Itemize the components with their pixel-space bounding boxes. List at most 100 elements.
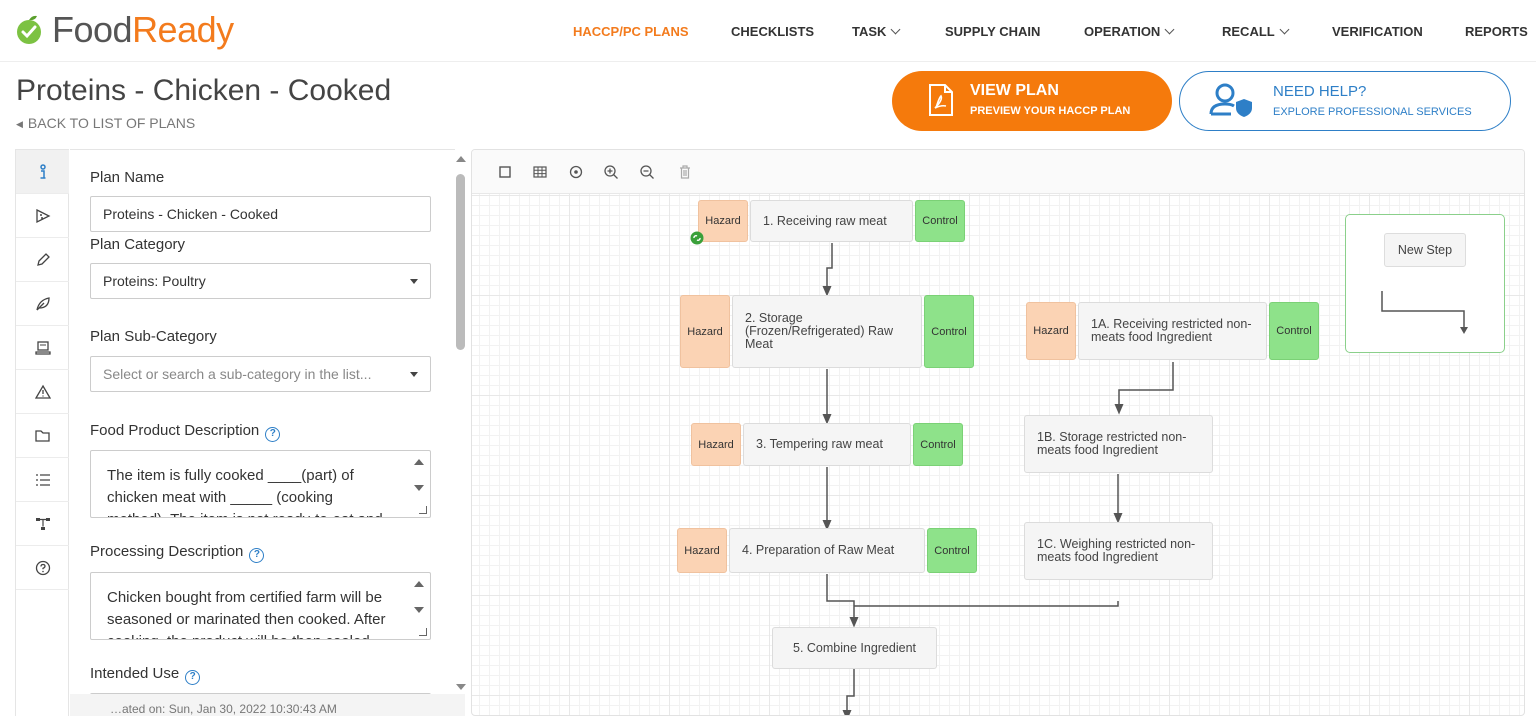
- hazard-tag[interactable]: Hazard: [680, 295, 730, 368]
- flow-step-1c[interactable]: 1C. Weighing restricted non-meats food I…: [1024, 522, 1213, 580]
- help-circle-icon[interactable]: ?: [249, 548, 265, 563]
- form-scrollbar[interactable]: [455, 149, 467, 694]
- chevron-down-icon: [1164, 24, 1175, 35]
- nav-reports[interactable]: REPORTS: [1465, 24, 1528, 39]
- zoom-in-button[interactable]: [602, 163, 620, 181]
- select-tool-button[interactable]: [496, 163, 514, 181]
- sidebar-item-documents[interactable]: [16, 414, 69, 458]
- nav-supply-chain[interactable]: SUPPLY CHAIN: [945, 24, 1041, 39]
- hazard-tag[interactable]: Hazard: [698, 200, 748, 242]
- foodready-logo[interactable]: FoodReady: [14, 10, 234, 50]
- need-help-subtitle: EXPLORE PROFESSIONAL SERVICES: [1273, 106, 1472, 118]
- help-icon: [35, 560, 50, 575]
- apple-logo-icon: [17, 15, 41, 44]
- nav-checklists[interactable]: CHECKLISTS: [731, 24, 815, 39]
- sidebar-item-info[interactable]: [16, 150, 69, 194]
- fit-view-button[interactable]: [567, 163, 585, 181]
- info-icon: [39, 163, 46, 179]
- food-description-text: The item is fully cooked ____(part) of c…: [107, 467, 383, 517]
- control-tag[interactable]: Control: [927, 528, 977, 573]
- sidebar-item-help[interactable]: [16, 546, 69, 590]
- connector-tool-icon[interactable]: [1378, 289, 1470, 335]
- help-circle-icon[interactable]: ?: [185, 670, 201, 685]
- zoom-out-button[interactable]: [638, 163, 656, 181]
- nav-haccp-plans[interactable]: HACCP/PC PLANS: [573, 24, 689, 39]
- flow-diagram-canvas[interactable]: Hazard 1. Receiving raw meat Control Haz…: [471, 149, 1525, 716]
- scroll-down-icon[interactable]: [414, 607, 424, 613]
- help-circle-icon[interactable]: ?: [265, 427, 281, 442]
- sidebar-item-ingredients[interactable]: [16, 194, 69, 238]
- nav-operation[interactable]: OPERATION: [1084, 24, 1175, 39]
- chevron-down-icon: [890, 24, 901, 35]
- trash-icon: [680, 165, 690, 179]
- warning-icon: [34, 384, 51, 399]
- plan-subcategory-label: Plan Sub-Category: [90, 328, 217, 345]
- plan-name-input[interactable]: Proteins - Chicken - Cooked: [90, 196, 431, 232]
- delete-button[interactable]: [676, 163, 694, 181]
- hazard-tag[interactable]: Hazard: [691, 423, 741, 466]
- caret-left-icon: ◀: [16, 119, 23, 129]
- processing-description-textarea[interactable]: Chicken bought from certified farm will …: [90, 572, 431, 640]
- link-badge-icon[interactable]: [690, 231, 704, 245]
- flow-step-2[interactable]: 2. Storage (Frozen/Refrigerated) Raw Mea…: [732, 295, 922, 368]
- processing-description-label: Processing Description?: [90, 543, 265, 563]
- resize-grip-icon[interactable]: [419, 628, 427, 636]
- flow-step-4[interactable]: 4. Preparation of Raw Meat: [729, 528, 925, 573]
- hazard-tag[interactable]: Hazard: [1026, 302, 1076, 360]
- hazard-tag[interactable]: Hazard: [677, 528, 727, 573]
- need-help-button[interactable]: NEED HELP? EXPLORE PROFESSIONAL SERVICES: [1179, 71, 1511, 131]
- flow-step-3[interactable]: 3. Tempering raw meat: [743, 423, 911, 466]
- new-step-node[interactable]: New Step: [1384, 233, 1466, 267]
- page-title: Proteins - Chicken - Cooked: [16, 74, 392, 107]
- control-tag[interactable]: Control: [924, 295, 974, 368]
- grid-toggle-button[interactable]: [531, 163, 549, 181]
- scroll-down-icon[interactable]: [414, 485, 424, 491]
- view-plan-button[interactable]: VIEW PLAN PREVIEW YOUR HACCP PLAN: [892, 71, 1172, 131]
- flow-step-1[interactable]: 1. Receiving raw meat: [750, 200, 913, 242]
- plan-details-form: Plan Name Proteins - Chicken - Cooked Pl…: [70, 149, 455, 716]
- new-step-palette: New Step: [1345, 214, 1505, 353]
- flow-step-1b[interactable]: 1B. Storage restricted non-meats food In…: [1024, 415, 1213, 473]
- control-tag[interactable]: Control: [913, 423, 963, 466]
- plan-section-sidebar: [15, 149, 69, 716]
- nav-verification[interactable]: VERIFICATION: [1332, 24, 1423, 39]
- list-icon: [35, 473, 50, 486]
- top-navigation-bar: FoodReady HACCP/PC PLANS CHECKLISTS TASK…: [0, 0, 1536, 62]
- square-icon: [499, 166, 511, 178]
- intended-use-label: Intended Use?: [90, 665, 201, 685]
- nav-task[interactable]: TASK: [852, 24, 901, 39]
- control-tag[interactable]: Control: [1269, 302, 1319, 360]
- caret-down-icon: [410, 279, 418, 284]
- folder-icon: [34, 429, 50, 442]
- sidebar-item-flowchart[interactable]: [16, 502, 69, 546]
- need-help-title: NEED HELP?: [1273, 83, 1367, 100]
- flow-step-1a[interactable]: 1A. Receiving restricted non-meats food …: [1078, 302, 1267, 360]
- resize-grip-icon[interactable]: [419, 506, 427, 514]
- sidebar-item-list[interactable]: [16, 458, 69, 502]
- leaf-icon: [35, 296, 50, 310]
- machine-icon: [34, 340, 51, 355]
- scroll-thumb[interactable]: [456, 174, 465, 350]
- nav-recall[interactable]: RECALL: [1222, 24, 1290, 39]
- flow-step-5[interactable]: 5. Combine Ingredient: [772, 627, 937, 669]
- caret-down-icon: [410, 372, 418, 377]
- scroll-up-icon[interactable]: [456, 156, 466, 162]
- control-tag[interactable]: Control: [915, 200, 965, 242]
- plan-category-select[interactable]: Proteins: Poultry: [90, 263, 431, 299]
- plan-subcategory-select[interactable]: Select or search a sub-category in the l…: [90, 356, 431, 392]
- scroll-up-icon[interactable]: [414, 581, 424, 587]
- back-to-list-link[interactable]: ◀BACK TO LIST OF PLANS: [16, 115, 196, 131]
- food-description-textarea[interactable]: The item is fully cooked ____(part) of c…: [90, 450, 431, 518]
- sidebar-item-edit[interactable]: [16, 238, 69, 282]
- diagram-toolbar: [472, 150, 1524, 194]
- scroll-down-icon[interactable]: [456, 684, 466, 690]
- zoom-out-icon: [640, 165, 654, 179]
- sidebar-item-equipment[interactable]: [16, 326, 69, 370]
- plan-name-label: Plan Name: [90, 169, 165, 186]
- sidebar-item-hazards[interactable]: [16, 370, 69, 414]
- pen-icon: [36, 252, 50, 266]
- sidebar-item-leaf[interactable]: [16, 282, 69, 326]
- view-plan-title: VIEW PLAN: [970, 82, 1059, 99]
- grid-icon: [533, 166, 547, 178]
- scroll-up-icon[interactable]: [414, 459, 424, 465]
